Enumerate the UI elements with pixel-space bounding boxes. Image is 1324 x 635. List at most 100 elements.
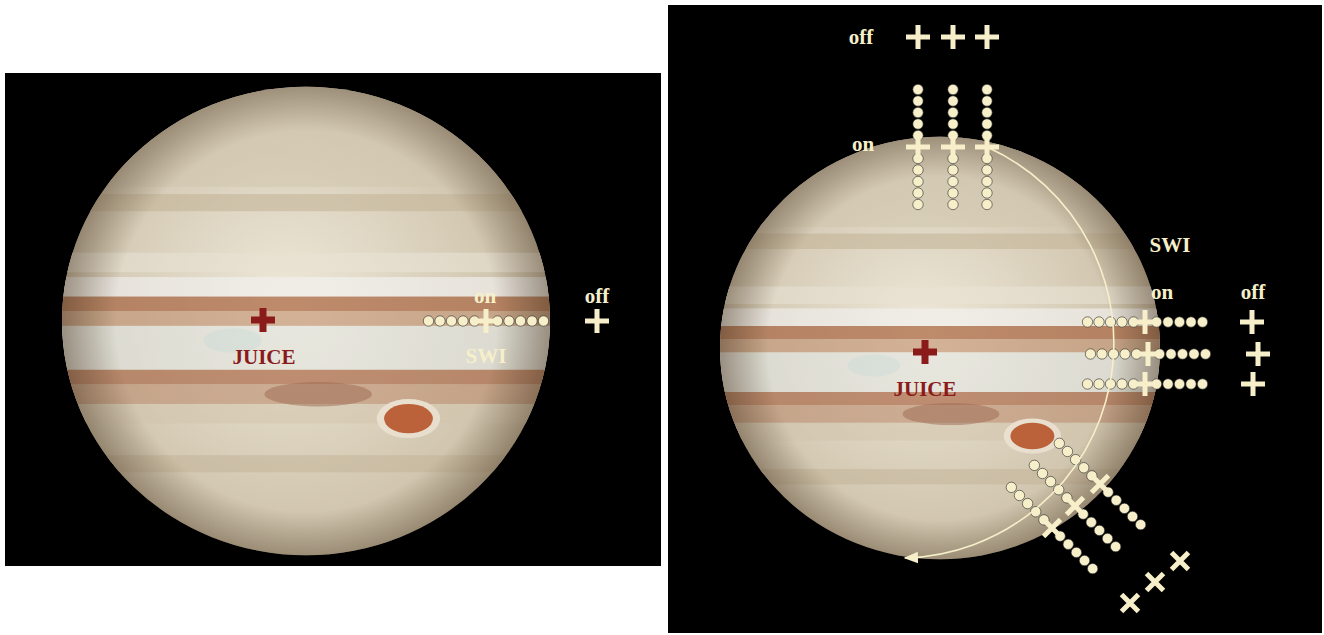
scan-dot (1127, 511, 1137, 521)
state-label: on (1151, 282, 1173, 303)
scan-dot (1094, 317, 1104, 327)
scan-dot (1117, 317, 1127, 327)
jupiter-planet (720, 128, 1160, 568)
scan-dot (1062, 446, 1072, 456)
spacecraft-label: JUICE (232, 347, 295, 368)
pointing-cross (1035, 511, 1069, 545)
scan-dot (1014, 490, 1024, 500)
scan-dot (1197, 317, 1207, 327)
scan-dot (1186, 317, 1196, 327)
scan-dot (1110, 541, 1120, 551)
scan-dot (1186, 379, 1196, 389)
scan-dot (1177, 349, 1187, 359)
scan-dot (948, 165, 958, 175)
scan-dot (1079, 555, 1089, 565)
scan-dot (982, 119, 992, 129)
scan-dot (948, 176, 958, 186)
scan-dot (913, 119, 923, 129)
scan-dot (1119, 503, 1129, 513)
instrument-label: SWI (1150, 235, 1191, 256)
panel-background (668, 5, 1322, 633)
scan-dot (913, 199, 923, 209)
pointing-cross (941, 135, 965, 159)
pointing-cross (913, 340, 937, 364)
observation-marks (251, 25, 1270, 620)
scan-dot (1029, 460, 1039, 470)
scan-dot (948, 119, 958, 129)
scan-dot (1120, 349, 1130, 359)
pointing-cross (941, 25, 965, 49)
scan-dot (948, 199, 958, 209)
pointing-cross (906, 135, 930, 159)
pointing-cross (1113, 586, 1147, 620)
scan-dot (1022, 498, 1032, 508)
pointing-cross (1241, 372, 1265, 396)
scan-dot (1063, 539, 1073, 549)
scan-dot (1163, 317, 1173, 327)
scan-dot (1135, 519, 1145, 529)
pointing-cross (1136, 342, 1160, 366)
scan-dot (913, 176, 923, 186)
pointing-cross (975, 25, 999, 49)
scan-dot (1094, 379, 1104, 389)
scan-dot (1054, 438, 1064, 448)
scan-dot (515, 316, 525, 326)
scan-dot (913, 84, 923, 94)
scan-dot (1163, 379, 1173, 389)
pointing-cross (1133, 310, 1157, 334)
scan-dot (1079, 463, 1089, 473)
panel-background (5, 73, 661, 566)
scan-dot (982, 107, 992, 117)
scan-dot (1102, 533, 1112, 543)
scan-dot (1174, 317, 1184, 327)
scan-dot (423, 316, 433, 326)
state-label: on (474, 286, 496, 307)
state-label: off (849, 27, 874, 48)
scan-dot (1200, 349, 1210, 359)
scan-dot (948, 84, 958, 94)
scan-dot (1082, 379, 1092, 389)
pointing-cross (1240, 310, 1264, 334)
spacecraft-label: JUICE (893, 379, 956, 400)
scan-dot (1082, 317, 1092, 327)
scan-dot (913, 188, 923, 198)
state-label: off (1241, 282, 1266, 303)
scan-dot (527, 316, 537, 326)
pointing-cross (1058, 489, 1092, 523)
scan-dot (1045, 476, 1055, 486)
pointing-cross (1133, 372, 1157, 396)
scan-dot (435, 316, 445, 326)
scan-dot (982, 84, 992, 94)
scan-dot (538, 316, 548, 326)
scan-dot (1197, 379, 1207, 389)
pointing-cross (474, 309, 498, 333)
state-label: off (585, 286, 610, 307)
scan-dot (1117, 379, 1127, 389)
pointing-cross (906, 25, 930, 49)
scan-dot (1094, 525, 1104, 535)
scan-dot (1097, 349, 1107, 359)
pointing-cross (1083, 467, 1117, 501)
scan-dot (1037, 468, 1047, 478)
scan-dot (1006, 482, 1016, 492)
scan-dot (913, 165, 923, 175)
pointing-cross (585, 309, 609, 333)
scan-dot (1111, 495, 1121, 505)
scan-dot (1105, 317, 1115, 327)
scan-dot (458, 316, 468, 326)
scan-dot (948, 188, 958, 198)
scan-dot (982, 96, 992, 106)
scan-dot (1189, 349, 1199, 359)
scan-dot (913, 96, 923, 106)
pointing-cross (1163, 544, 1197, 578)
pointing-cross (251, 308, 275, 332)
scan-dot (1071, 547, 1081, 557)
pointing-cross (1246, 342, 1270, 366)
scan-dot (504, 316, 514, 326)
scan-dot (1086, 517, 1096, 527)
scan-dot (948, 107, 958, 117)
scan-dot (982, 188, 992, 198)
scan-dot (982, 199, 992, 209)
